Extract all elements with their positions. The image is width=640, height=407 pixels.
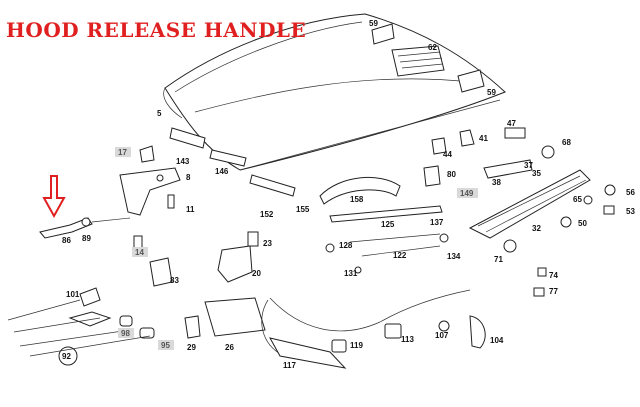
- part-number-label: 71: [494, 255, 503, 264]
- part-number-label: 158: [350, 195, 364, 204]
- part-number-label: 35: [532, 169, 541, 178]
- part-number-label: 131: [344, 269, 358, 278]
- part-number-label: 26: [225, 343, 234, 352]
- part-number-label: 37: [524, 161, 533, 170]
- fasteners-left: [7, 235, 173, 366]
- part-number-label: 53: [626, 207, 635, 216]
- part-number-label: 95: [161, 341, 170, 350]
- part-number-label: 68: [562, 138, 571, 147]
- label-box: [158, 340, 174, 350]
- part-number-label: 74: [549, 271, 558, 280]
- highlight-arrow: [42, 175, 66, 219]
- part-number-label: 20: [252, 269, 261, 278]
- part-number-label: 137: [430, 218, 444, 227]
- label-box: [132, 247, 148, 257]
- part-number-label: 107: [435, 331, 449, 340]
- part-number-label: 149: [460, 189, 474, 198]
- part-number-label: 38: [492, 178, 501, 187]
- part-number-label: 113: [401, 335, 414, 344]
- part-number-label: 146: [215, 167, 229, 176]
- part-number-label: 152: [260, 210, 274, 219]
- part-number-label: 5: [157, 109, 162, 118]
- part-number-label: 8: [186, 173, 191, 182]
- part-number-label: 122: [393, 251, 407, 260]
- part-number-label: 83: [170, 276, 179, 285]
- part-number-label: 128: [339, 241, 353, 250]
- part-number-labels: 5962595171438146111521551588014913712512…: [62, 19, 635, 370]
- part-number-label: 11: [186, 205, 195, 214]
- part-number-label: 89: [82, 234, 91, 243]
- part-number-label: 125: [381, 220, 395, 229]
- label-box: [457, 188, 478, 198]
- part-number-label: 47: [507, 119, 516, 128]
- part-number-label: 101: [66, 290, 80, 299]
- part-number-label: 32: [532, 224, 541, 233]
- part-number-label: 17: [118, 148, 127, 157]
- part-number-label: 86: [62, 236, 71, 245]
- prop-rod-parts: [319, 165, 449, 274]
- part-number-label: 104: [490, 336, 504, 345]
- hood-vents: [371, 23, 485, 93]
- part-number-label: 134: [447, 252, 461, 261]
- part-number-label: 119: [350, 341, 363, 350]
- part-number-label: 65: [573, 195, 582, 204]
- hood-release-handle: [39, 217, 131, 239]
- part-number-label: 92: [62, 352, 71, 361]
- part-number-label: 44: [443, 150, 452, 159]
- hinge-bracket: [119, 145, 181, 216]
- part-number-label: 62: [428, 43, 437, 52]
- label-box: [115, 147, 131, 157]
- part-number-label: 56: [626, 188, 635, 197]
- right-hinge-linkage: [431, 127, 616, 297]
- part-number-label: 59: [487, 88, 496, 97]
- part-number-label: 155: [296, 205, 310, 214]
- part-number-label: 98: [121, 329, 130, 338]
- part-number-label: 14: [135, 248, 144, 257]
- part-number-label: 50: [578, 219, 587, 228]
- diagram-title: HOOD RELEASE HANDLE: [6, 18, 307, 42]
- part-number-label: 143: [176, 157, 190, 166]
- part-number-label: 80: [447, 170, 456, 179]
- part-number-label: 117: [283, 361, 296, 370]
- label-box: [118, 328, 134, 338]
- part-number-label: 23: [263, 239, 272, 248]
- release-cable: [261, 289, 486, 369]
- latch-assembly: [184, 231, 266, 339]
- part-number-label: 41: [479, 134, 488, 143]
- part-number-label: 77: [549, 287, 558, 296]
- seal-strips: [169, 127, 296, 197]
- part-number-label: 29: [187, 343, 196, 352]
- part-number-label: 59: [369, 19, 378, 28]
